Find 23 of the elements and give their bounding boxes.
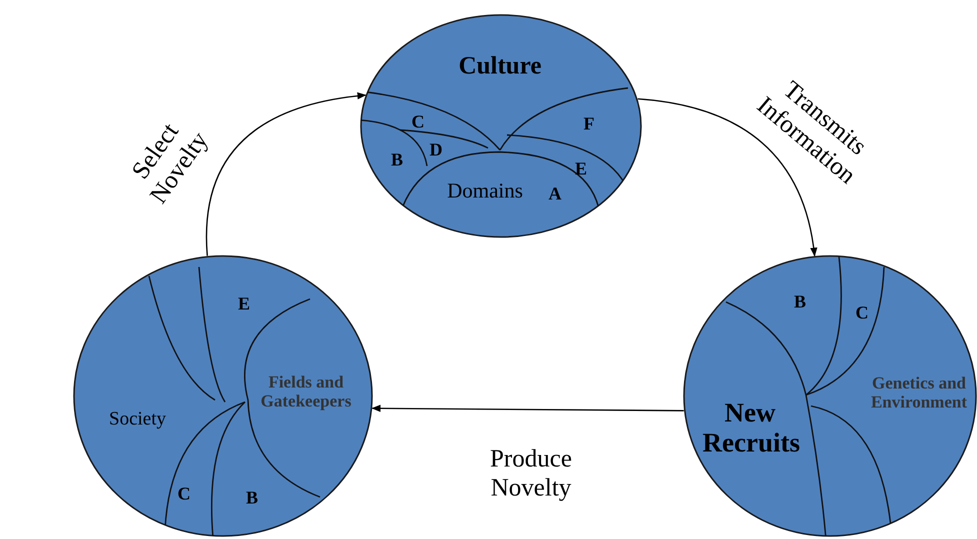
region-letter: D xyxy=(430,140,442,160)
circle-node xyxy=(73,255,373,537)
region-letter: E xyxy=(238,294,250,314)
region-label: Fields and Gatekeepers xyxy=(260,373,352,411)
circle-node xyxy=(360,14,642,238)
region-label: Genetics and Environment xyxy=(870,374,968,412)
circle-title: Culture xyxy=(458,52,542,80)
region-letter: F xyxy=(584,114,594,134)
circle-title: New Recruits xyxy=(702,398,798,458)
region-letter: B xyxy=(794,292,806,312)
region-label: Domains xyxy=(447,179,523,203)
region-letter: C xyxy=(412,112,424,132)
arrow xyxy=(372,404,684,412)
region-letter: A xyxy=(548,184,562,204)
region-letter: B xyxy=(246,488,258,508)
region-letter: C xyxy=(856,302,868,324)
arrow xyxy=(206,92,366,256)
circle-node xyxy=(683,255,977,537)
region-letter: C xyxy=(178,484,190,504)
arrow xyxy=(638,98,817,257)
region-label: Society xyxy=(109,410,166,430)
region-letter: E xyxy=(575,158,587,180)
region-letter: B xyxy=(391,150,403,170)
